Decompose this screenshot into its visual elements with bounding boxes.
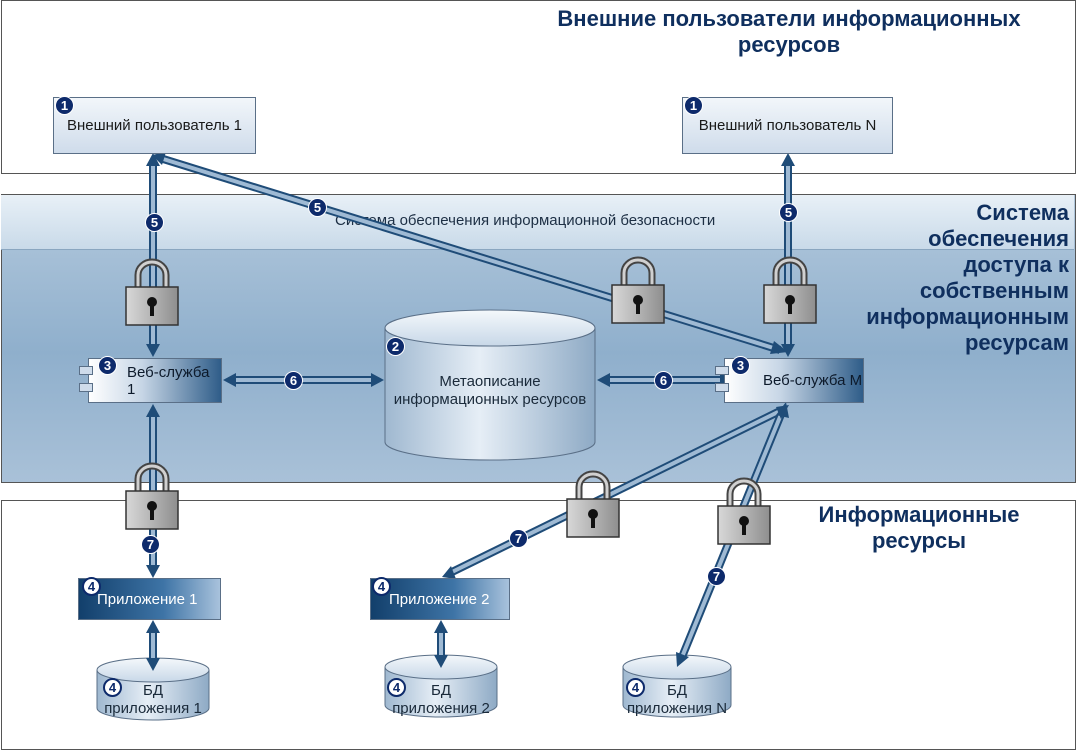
lock-icon — [567, 474, 619, 537]
resources-title-line: ресурсы — [871, 528, 967, 553]
resources-title-line: Информационные — [818, 502, 1020, 527]
badge-number: 2 — [386, 337, 405, 356]
external-user-1-label: Внешний пользователь 1 — [66, 117, 243, 134]
metadata-cylinder — [384, 309, 596, 461]
badge-number: 4 — [82, 577, 101, 596]
lock-icon — [126, 466, 178, 529]
lock-icon — [126, 262, 178, 325]
component-connector — [79, 383, 93, 392]
metadata-label: Метаописание информационных ресурсов — [385, 373, 595, 409]
application-2-label: Приложение 2 — [389, 590, 490, 608]
db2-cylinder — [384, 654, 498, 718]
dbN-label-line: БД — [666, 682, 687, 699]
access-title-line: доступа к — [963, 252, 1069, 277]
edge-number: 7 — [509, 529, 528, 548]
security-system-label: Система обеспечения информационной безоп… — [335, 212, 716, 229]
access-title-line: собственным — [919, 278, 1069, 303]
db2-label-line: БД — [430, 682, 451, 699]
badge-number: 3 — [98, 356, 117, 375]
db1-label-line: приложения 1 — [104, 700, 202, 717]
application-1-label: Приложение 1 — [97, 590, 198, 608]
db1-label: БД приложения 1 — [97, 682, 209, 718]
component-connector — [79, 366, 93, 375]
db1-label-line: БД — [142, 682, 163, 699]
security-system-band — [1, 195, 1074, 250]
edge-number: 6 — [284, 371, 303, 390]
edge-number: 7 — [707, 567, 726, 586]
component-connector — [715, 366, 729, 375]
db2-label: БД приложения 2 — [385, 682, 497, 718]
edge-number: 6 — [654, 371, 673, 390]
db2-label-line: приложения 2 — [392, 700, 490, 717]
access-title-line: ресурсам — [964, 330, 1069, 355]
dbN-label-line: приложения N — [626, 700, 728, 717]
badge-number: 4 — [372, 577, 391, 596]
dbN-label: БД приложения N — [623, 682, 731, 718]
edge-number: 5 — [145, 213, 164, 232]
badge-number: 4 — [103, 678, 122, 697]
external-user-n-node[interactable]: Внешний пользователь N — [682, 97, 893, 154]
badge-number: 1 — [684, 96, 703, 115]
badge-number: 4 — [626, 678, 645, 697]
external-users-zone-title: Внешние пользователи информационных ресу… — [557, 6, 1021, 57]
access-system-zone-title: Система обеспечения доступа к собственны… — [809, 200, 1069, 356]
component-connector — [715, 383, 729, 392]
lock-icon — [612, 260, 664, 323]
access-title-line: обеспечения — [928, 226, 1069, 251]
application-2-node[interactable]: Приложение 2 — [370, 578, 510, 620]
metadata-label-line: информационных ресурсов — [393, 391, 587, 408]
edge-number: 5 — [779, 203, 798, 222]
external-user-1-node[interactable]: Внешний пользователь 1 — [53, 97, 256, 154]
application-1-node[interactable]: Приложение 1 — [78, 578, 221, 620]
information-resources-zone-title: Информационные ресурсы — [769, 502, 1069, 554]
badge-number: 4 — [387, 678, 406, 697]
external-user-n-label: Внешний пользователь N — [698, 117, 877, 134]
lock-icon — [718, 481, 770, 544]
edge-number: 5 — [308, 198, 327, 217]
edge-number: 7 — [141, 535, 160, 554]
access-title-line: Система — [976, 200, 1069, 225]
badge-number: 1 — [55, 96, 74, 115]
web-service-m-label: Веб-служба М — [763, 372, 863, 389]
access-title-line: информационным — [866, 304, 1069, 329]
lock-icon — [764, 260, 816, 323]
metadata-label-line: Метаописание — [439, 373, 541, 390]
web-service-1-label: Веб-служба 1 — [127, 363, 210, 398]
badge-number: 3 — [731, 356, 750, 375]
